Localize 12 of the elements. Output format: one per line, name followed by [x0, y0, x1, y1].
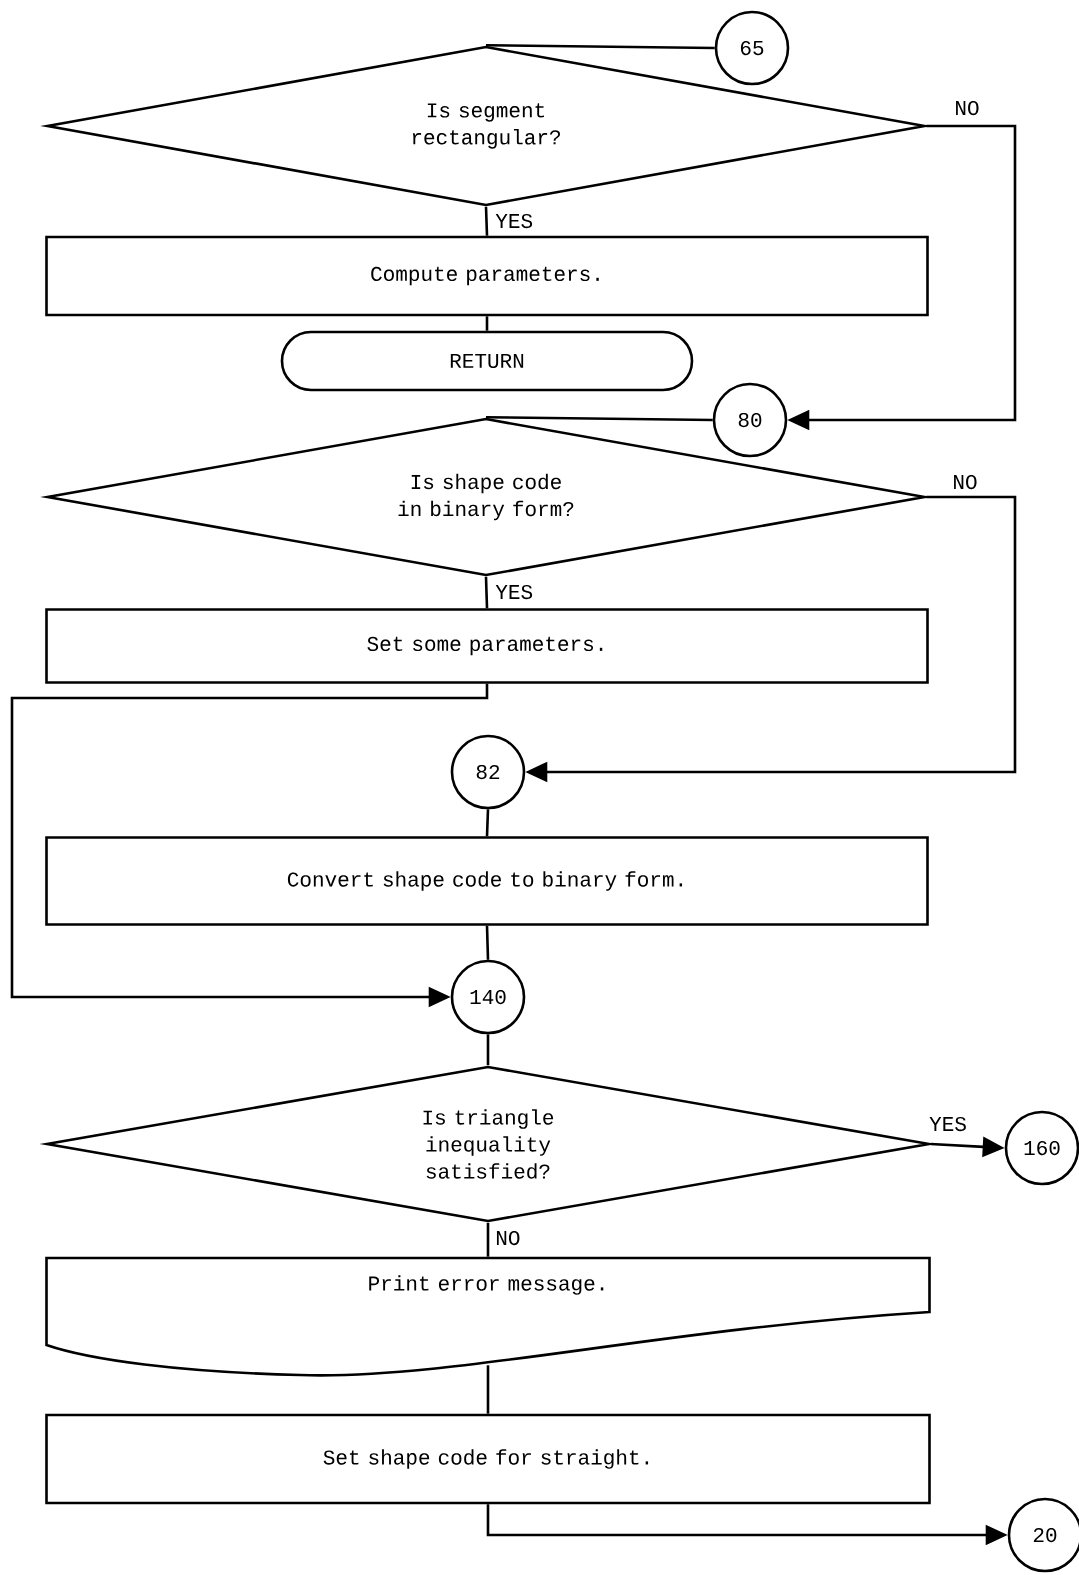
edge-label: YES [494, 212, 535, 230]
edge-label: NO [494, 1229, 522, 1247]
process-box: Compute parameters. [45, 235, 929, 317]
edge-label: YES [494, 583, 535, 601]
terminal-box: RETURN [280, 330, 694, 392]
process-box: Set shape code for straight. [45, 1413, 931, 1505]
edge-label: NO [953, 99, 981, 117]
process-box: Set some parameters. [45, 608, 929, 684]
edge-label: NO [951, 473, 979, 491]
process-box: Convert shape code to binary form. [45, 836, 929, 926]
document-box: Print error message. [45, 1256, 931, 1377]
edge-label: YES [928, 1115, 968, 1133]
